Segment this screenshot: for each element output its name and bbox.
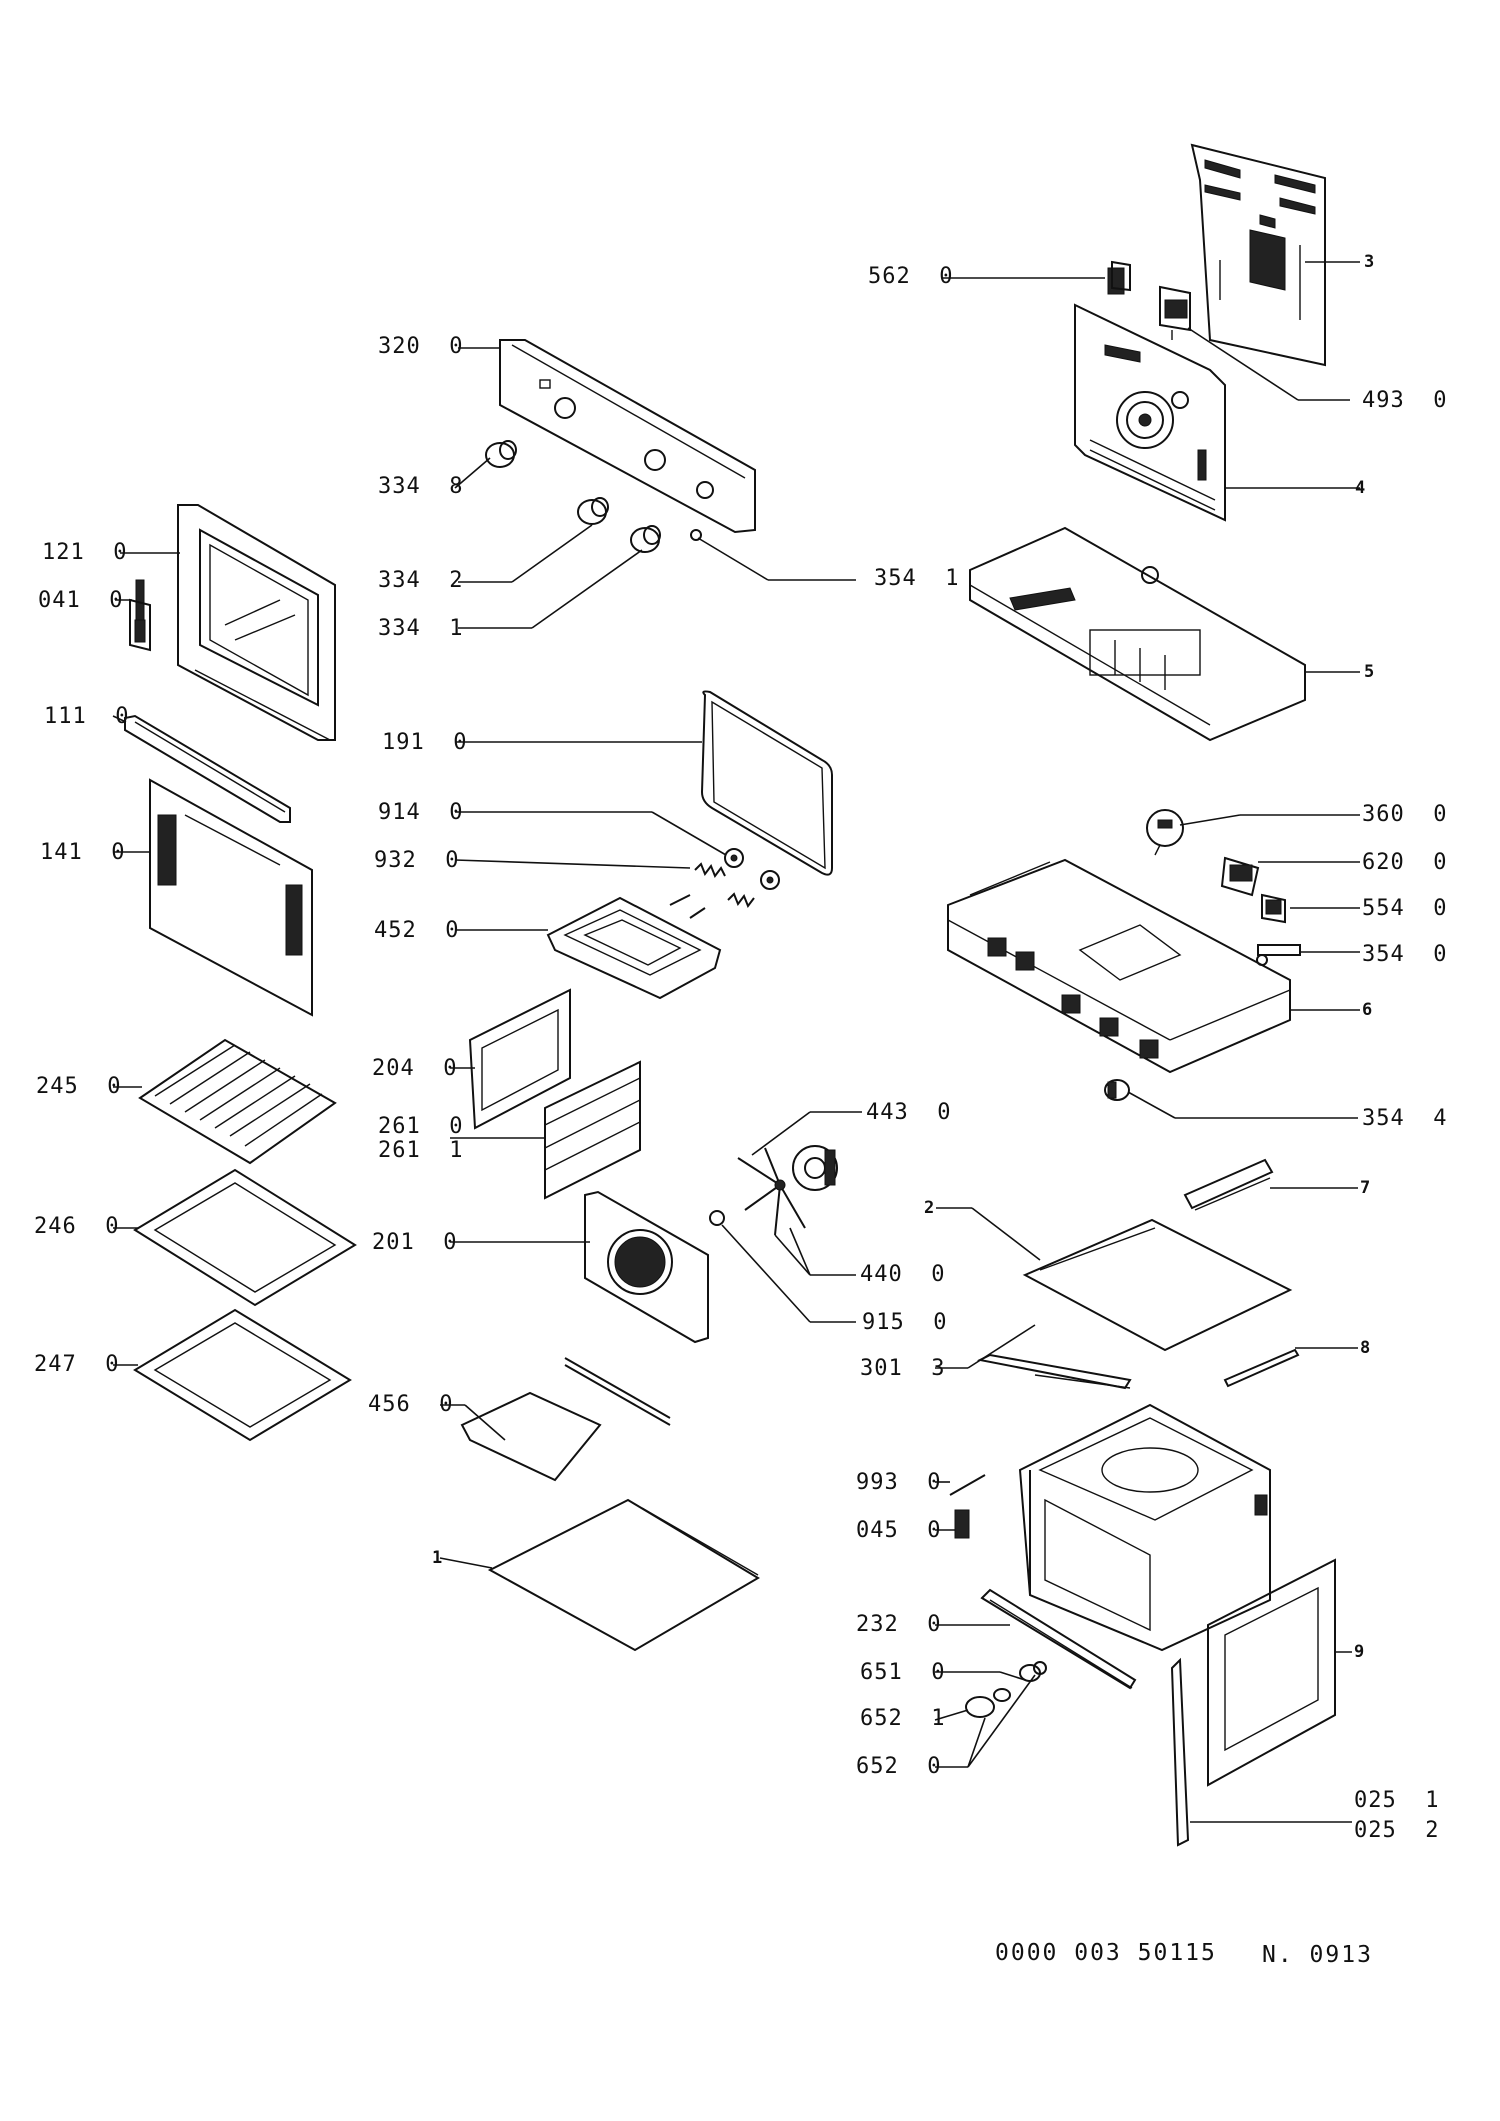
label-932-0: 932 0 <box>374 848 460 873</box>
leader-lines <box>112 261 1360 1823</box>
label-1: 1 <box>432 1548 444 1568</box>
label-041-0: 041 0 <box>38 588 124 613</box>
label-652-0: 652 0 <box>856 1754 942 1779</box>
part-993-045-fixings <box>949 1474 986 1539</box>
label-025-1: 025 1 <box>1354 1788 1440 1813</box>
part-141-outer-glass <box>149 778 313 1017</box>
label-651-0: 651 0 <box>860 1660 946 1685</box>
oven-cavity <box>1018 1403 1271 1652</box>
drawing-code: 0000 003 50115 <box>995 1940 1217 1966</box>
part-914-932-fittings <box>694 848 780 909</box>
part-204-side-bracket <box>468 988 571 1130</box>
label-5: 5 <box>1364 662 1376 682</box>
part-2-top-plate <box>1022 1218 1293 1352</box>
label-045-0: 045 0 <box>856 1518 942 1543</box>
label-320-0: 320 0 <box>378 334 464 359</box>
part-4-rear-plate <box>1074 303 1226 522</box>
part-246-tray <box>133 1168 357 1307</box>
label-8: 8 <box>1360 1338 1372 1358</box>
part-456-bottom-element <box>460 1357 671 1482</box>
part-6-control-box <box>947 858 1291 1074</box>
label-443-0: 443 0 <box>866 1100 952 1125</box>
part-191-gasket <box>700 690 833 876</box>
label-247-0: 247 0 <box>34 1352 120 1377</box>
part-320-control-panel <box>499 339 756 534</box>
part-3-rear-cover <box>1190 143 1326 367</box>
label-452-0: 452 0 <box>374 918 460 943</box>
part-301-3-rail <box>976 1353 1132 1390</box>
part-7-bracket <box>1183 1158 1274 1211</box>
part-334-knobs <box>485 440 702 553</box>
label-204-0: 204 0 <box>372 1056 458 1081</box>
label-191-0: 191 0 <box>382 730 468 755</box>
label-245-0: 245 0 <box>36 1074 122 1099</box>
part-041-hinge <box>129 579 151 652</box>
label-121-0: 121 0 <box>42 540 128 565</box>
label-562-0: 562 0 <box>868 264 954 289</box>
label-246-0: 246 0 <box>34 1214 120 1239</box>
part-232-trim <box>980 1588 1137 1690</box>
part-620-554-354-switches <box>1220 856 1301 966</box>
part-247-deep-tray <box>133 1308 352 1442</box>
label-334-1: 334 1 <box>378 616 464 641</box>
label-440-0: 440 0 <box>860 1262 946 1287</box>
part-360-timer <box>1146 809 1184 856</box>
drawing-number: N. 0913 <box>1262 1942 1373 1968</box>
label-334-8: 334 8 <box>378 474 464 499</box>
part-5-top-cover <box>969 526 1306 742</box>
part-9-door-inner <box>1207 1558 1336 1787</box>
label-620-0: 620 0 <box>1362 850 1448 875</box>
label-360-0: 360 0 <box>1362 802 1448 827</box>
label-993-0: 993 0 <box>856 1470 942 1495</box>
label-354-0: 354 0 <box>1362 942 1448 967</box>
label-4: 4 <box>1355 478 1367 498</box>
label-652-1: 652 1 <box>860 1706 946 1731</box>
part-493-relay <box>1159 285 1191 340</box>
part-245-rack <box>138 1038 337 1165</box>
part-261-runners <box>544 1060 641 1200</box>
label-261-0: 261 0 <box>378 1114 464 1139</box>
label-261-1: 261 1 <box>378 1138 464 1163</box>
label-201-0: 201 0 <box>372 1230 458 1255</box>
label-141-0: 141 0 <box>40 840 126 865</box>
label-3: 3 <box>1364 252 1376 272</box>
part-443-440-fan <box>709 1145 838 1236</box>
label-6: 6 <box>1362 1000 1374 1020</box>
part-651-652-knobs <box>965 1661 1047 1718</box>
part-452-top-element <box>546 894 722 1000</box>
part-025-side-trim <box>1170 1657 1190 1847</box>
label-334-2: 334 2 <box>378 568 464 593</box>
label-554-0: 554 0 <box>1362 896 1448 921</box>
part-201-fan-cover <box>584 1190 709 1344</box>
part-121-door-frame <box>177 504 336 741</box>
label-025-2: 025 2 <box>1354 1818 1440 1843</box>
part-111-handle <box>124 714 291 823</box>
part-354-4-lamp <box>1104 1079 1130 1101</box>
label-7: 7 <box>1360 1178 1372 1198</box>
label-232-0: 232 0 <box>856 1612 942 1637</box>
label-914-0: 914 0 <box>378 800 464 825</box>
label-2: 2 <box>924 1198 936 1218</box>
label-354-1: 354 1 <box>874 566 960 591</box>
label-493-0: 493 0 <box>1362 388 1448 413</box>
label-915-0: 915 0 <box>862 1310 948 1335</box>
label-111-0: 111 0 <box>44 704 130 729</box>
label-354-4: 354 4 <box>1362 1106 1448 1131</box>
part-562-switch <box>1107 260 1131 295</box>
part-8-rail <box>1223 1348 1300 1388</box>
label-9: 9 <box>1354 1642 1366 1662</box>
label-301-3: 301 3 <box>860 1356 946 1381</box>
label-456-0: 456 0 <box>368 1392 454 1417</box>
part-1-bottom-plate <box>487 1498 760 1652</box>
